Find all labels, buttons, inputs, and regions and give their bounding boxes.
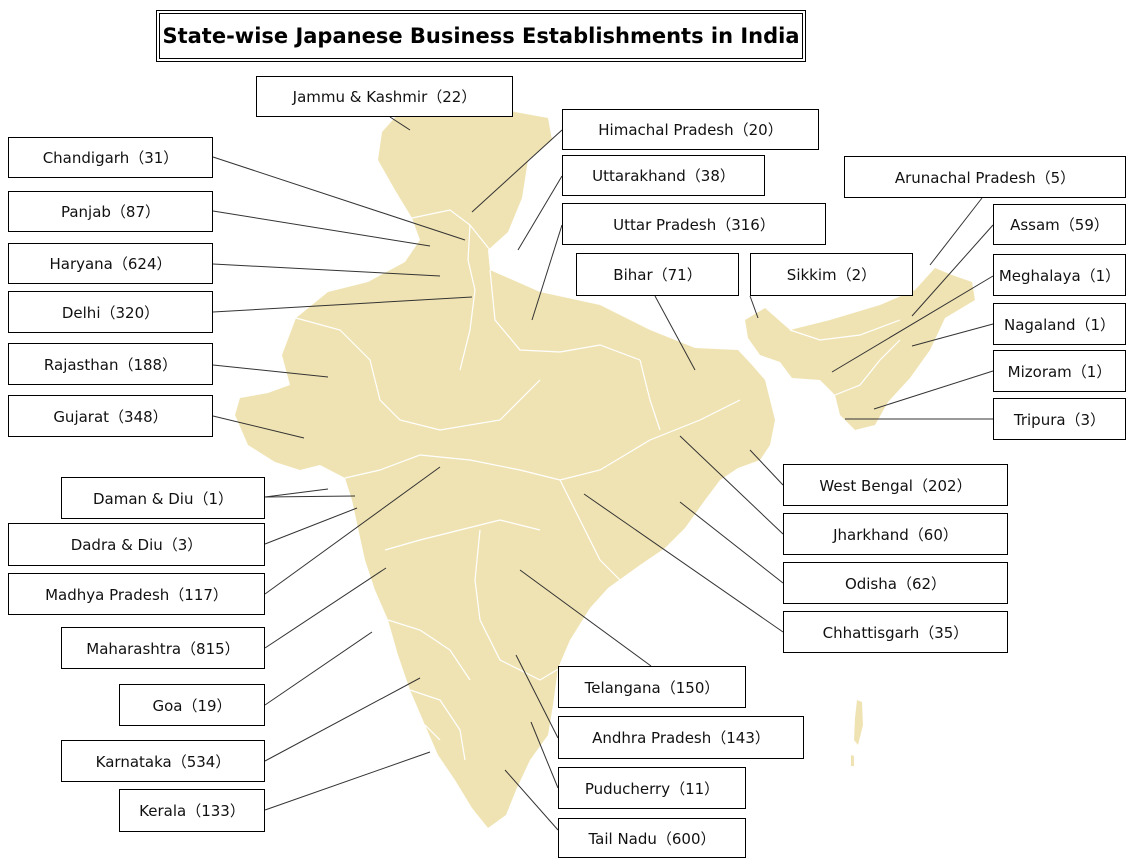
state-label-bihar: Bihar（71）: [576, 253, 739, 296]
leader-andhra-pradesh: [515, 654, 559, 739]
state-label-puducherry: Puducherry（11）: [558, 767, 746, 809]
leader-madhya-pradesh: [264, 466, 441, 595]
state-label-west-bengal: West Bengal（202）: [783, 464, 1008, 506]
leader-meghalaya: [831, 275, 994, 373]
northeast-shape: [745, 268, 975, 430]
leader-lines: [212, 116, 994, 831]
state-label-panjab: Panjab（87）: [8, 191, 213, 232]
leader-daman-diu-2: [264, 495, 356, 498]
state-label-chhattisgarh: Chhattisgarh（35）: [783, 611, 1008, 653]
leader-panjab: [212, 210, 431, 247]
leader-odisha: [679, 501, 784, 584]
state-label-rajasthan: Rajasthan（188）: [8, 343, 213, 385]
state-label-daman-diu: Daman & Diu（1）: [61, 477, 265, 519]
state-label-gujarat: Gujarat（348）: [8, 395, 213, 437]
leader-himachal-pradesh: [471, 129, 563, 213]
state-label-uttar-pradesh: Uttar Pradesh（316）: [562, 203, 826, 245]
state-label-arunachal-pradesh: Arunachal Pradesh（5）: [844, 156, 1126, 198]
leader-telangana: [519, 569, 652, 667]
state-label-mizoram: Mizoram（1）: [993, 350, 1126, 392]
leader-bihar: [654, 295, 696, 371]
leader-tail-nadu: [504, 769, 559, 831]
state-label-andhra-pradesh: Andhra Pradesh（143）: [558, 716, 804, 759]
state-label-odisha: Odisha（62）: [783, 562, 1008, 604]
state-label-kerala: Kerala（133）: [119, 789, 265, 832]
state-label-himachal-pradesh: Himachal Pradesh（20）: [562, 109, 819, 150]
leader-goa: [264, 631, 373, 706]
state-label-uttarakhand: Uttarakhand（38）: [562, 155, 765, 196]
leader-kerala: [264, 751, 431, 811]
leader-jammu-kashmir: [389, 116, 411, 131]
leader-chhattisgarh: [583, 493, 784, 633]
andaman-islands-shape: [854, 700, 863, 745]
nicobar-islands-shape: [851, 755, 854, 766]
leader-karnataka: [264, 677, 421, 762]
leader-mizoram: [873, 370, 994, 410]
state-label-meghalaya: Meghalaya（1）: [993, 254, 1126, 296]
state-label-nagaland: Nagaland（1）: [993, 303, 1126, 345]
mainland-shape: [235, 98, 775, 828]
state-label-sikkim: Sikkim（2）: [750, 253, 913, 296]
india-landmass: [235, 98, 975, 828]
leader-jharkhand: [679, 435, 784, 535]
state-label-goa: Goa（19）: [119, 684, 265, 726]
state-borders: [295, 209, 901, 761]
state-label-jammu-kashmir: Jammu & Kashmir（22）: [256, 76, 513, 117]
state-label-karnataka: Karnataka（534）: [61, 740, 265, 782]
state-label-haryana: Haryana（624）: [8, 243, 213, 284]
map-title: State-wise Japanese Business Establishme…: [156, 10, 806, 62]
leader-puducherry: [530, 721, 559, 789]
leader-haryana: [212, 263, 441, 277]
leader-assam: [911, 224, 994, 317]
state-label-jharkhand: Jharkhand（60）: [783, 513, 1008, 555]
state-label-dadra-diu: Dadra & Diu（3）: [8, 523, 265, 566]
leader-uttar-pradesh: [531, 224, 563, 321]
leader-nagaland: [911, 323, 994, 347]
leader-uttarakhand: [517, 175, 563, 251]
state-label-chandigarh: Chandigarh（31）: [8, 137, 213, 178]
leader-rajasthan: [212, 364, 329, 378]
leader-dadra-diu: [264, 507, 358, 545]
state-label-tail-nadu: Tail Nadu（600）: [558, 818, 746, 858]
leader-arunachal-pradesh: [929, 197, 983, 266]
leader-west-bengal: [749, 449, 784, 486]
state-label-tripura: Tripura（3）: [993, 398, 1126, 440]
state-label-madhya-pradesh: Madhya Pradesh（117）: [8, 573, 265, 615]
state-label-assam: Assam（59）: [993, 204, 1126, 245]
leader-gujarat: [212, 415, 305, 439]
state-label-maharashtra: Maharashtra（815）: [61, 627, 265, 669]
leader-delhi: [212, 296, 473, 313]
state-label-delhi: Delhi（320）: [8, 291, 213, 333]
leader-daman-diu-1: [264, 488, 329, 498]
leader-chandigarh: [212, 156, 466, 241]
state-label-telangana: Telangana（150）: [558, 666, 746, 708]
leader-sikkim: [749, 295, 759, 319]
leader-maharashtra: [264, 567, 387, 649]
